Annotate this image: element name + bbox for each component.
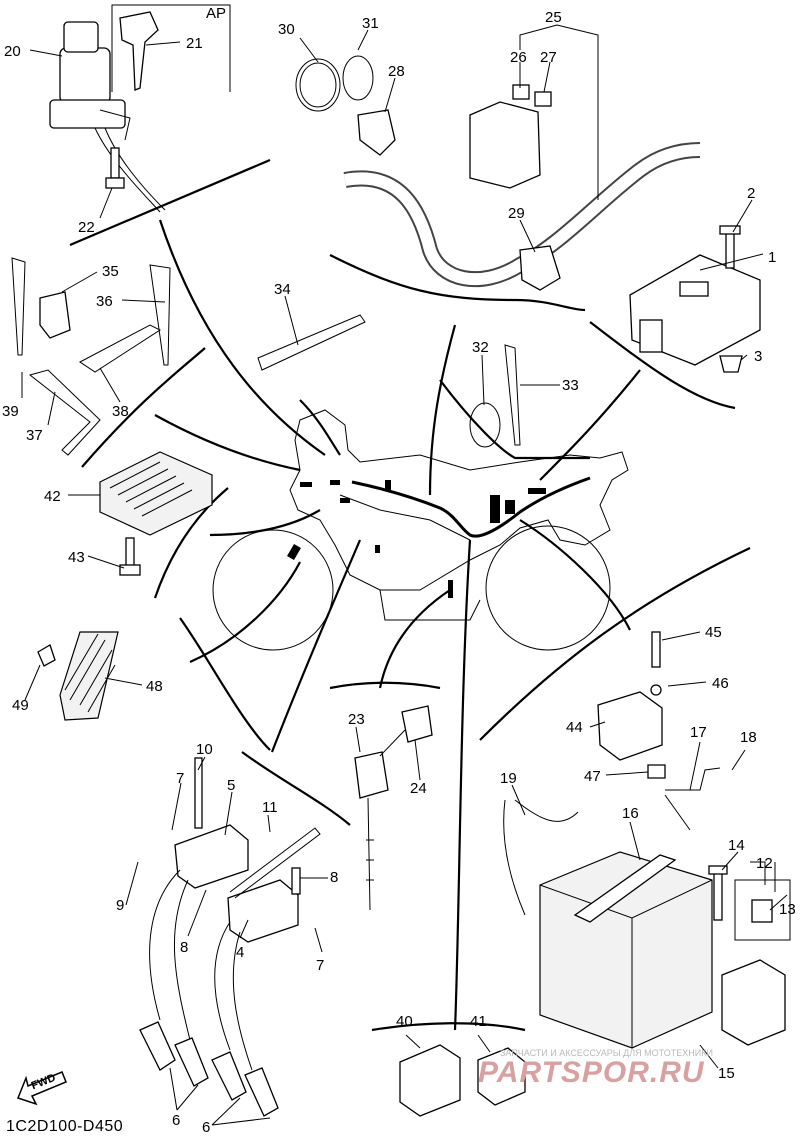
callout-8a: 8 — [330, 869, 338, 886]
callout-24: 24 — [410, 780, 427, 797]
starter-solenoid-44 — [597, 631, 666, 779]
bolt-14 — [708, 865, 728, 921]
clamp-29 — [519, 245, 561, 291]
callout-45: 45 — [705, 624, 722, 641]
callout-38: 38 — [112, 403, 129, 420]
callout-43: 43 — [68, 549, 85, 566]
grommet-3 — [719, 355, 743, 373]
callout-49: 49 — [12, 697, 29, 714]
callout-47: 47 — [584, 768, 601, 785]
hose-clamps — [295, 55, 396, 156]
callout-26: 26 — [510, 49, 527, 66]
callout-48: 48 — [146, 678, 163, 695]
harness-connectors — [287, 480, 546, 598]
callout-leader-lines — [21, 24, 788, 1126]
callout-labels: 1 2 3 4 5 6 6 7 7 8 8 9 10 11 12 13 14 1… — [2, 5, 796, 1136]
callout-13: 13 — [779, 901, 796, 918]
callout-34: 34 — [274, 281, 291, 298]
callout-3: 3 — [754, 348, 762, 365]
battery — [539, 851, 713, 1049]
battery-leads — [503, 767, 721, 916]
plug-caps — [139, 1021, 279, 1117]
key — [119, 11, 159, 91]
callout-25: 25 — [545, 9, 562, 26]
watermark-logo: PARTSPOR.RU — [478, 1056, 705, 1089]
callout-18: 18 — [740, 729, 757, 746]
callout-1: 1 — [768, 249, 776, 266]
callout-40: 40 — [396, 1013, 413, 1030]
callout-5: 5 — [227, 777, 235, 794]
callout-39: 39 — [2, 403, 19, 420]
motorcycle-outline — [212, 409, 629, 651]
callout-2: 2 — [747, 185, 755, 202]
diagram-code: 1C2D100-D450 — [6, 1118, 124, 1135]
callout-33: 33 — [562, 377, 579, 394]
callout-10: 10 — [196, 741, 213, 758]
callout-36: 36 — [96, 293, 113, 310]
callout-46: 46 — [712, 675, 729, 692]
neutral-switch-lead — [354, 705, 433, 911]
fuse-box — [469, 84, 552, 189]
callout-42: 42 — [44, 488, 61, 505]
ap-inset-box — [111, 4, 231, 92]
callout-20: 20 — [4, 43, 21, 60]
callout-19: 19 — [500, 770, 517, 787]
callout-16: 16 — [622, 805, 639, 822]
callout-23: 23 — [348, 711, 365, 728]
callout-29: 29 — [508, 205, 525, 222]
callout-21: 21 — [186, 35, 203, 52]
screw-2 — [719, 225, 741, 269]
reflector — [37, 631, 119, 721]
callout-15: 15 — [718, 1065, 735, 1082]
bands-and-clamps-left — [11, 257, 171, 456]
watermark-caption: ЗАПЧАСТИ И АКСЕССУАРЫ ДЛЯ МОТОТЕХНИКИ — [500, 1048, 713, 1058]
group-leaders — [154, 219, 641, 1031]
fwd-arrow-icon — [17, 1071, 67, 1106]
callout-44: 44 — [566, 719, 583, 736]
callout-28: 28 — [388, 63, 405, 80]
bolt-22 — [105, 147, 125, 189]
callout-27: 27 — [540, 49, 557, 66]
callout-12: 12 — [756, 855, 773, 872]
cable-tie-34 — [257, 314, 366, 371]
relays — [399, 1044, 526, 1117]
callout-37: 37 — [26, 427, 43, 444]
ignition-coils — [174, 757, 321, 943]
rectifier-regulator — [99, 451, 213, 536]
ignition-switch — [49, 21, 166, 213]
callout-17: 17 — [690, 724, 707, 741]
group-dividers — [69, 158, 751, 1032]
callout-32: 32 — [472, 339, 489, 356]
callout-7b: 7 — [316, 957, 324, 974]
callout-31: 31 — [362, 15, 379, 32]
callout-14: 14 — [728, 837, 745, 854]
bolt-43 — [119, 537, 141, 576]
callout-4: 4 — [236, 944, 244, 961]
callout-7a: 7 — [176, 770, 184, 787]
callout-6a: 6 — [172, 1112, 180, 1129]
callout-6b: 6 — [202, 1119, 210, 1136]
callout-9: 9 — [116, 897, 124, 914]
callout-8b: 8 — [180, 939, 188, 956]
callout-22: 22 — [78, 219, 95, 236]
callout-30: 30 — [278, 21, 295, 38]
high-tension-leads — [149, 869, 253, 1071]
callout-11: 11 — [262, 799, 278, 816]
callout-41: 41 — [470, 1013, 487, 1030]
ap-label: AP — [206, 5, 226, 22]
callout-35: 35 — [102, 263, 119, 280]
main-wire-harness — [351, 476, 591, 538]
cdi-unit — [629, 254, 761, 366]
clamp-32-33 — [469, 344, 521, 448]
starter-relay — [721, 879, 791, 1046]
